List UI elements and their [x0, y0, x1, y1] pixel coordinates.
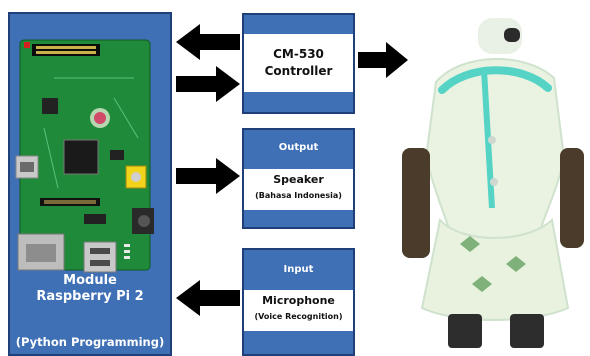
input-block: Input Microphone (Voice Recognition) — [242, 248, 355, 356]
input-header: Input — [283, 264, 314, 275]
controller-subtitle: Controller — [264, 64, 333, 78]
output-label-panel: Speaker (Bahasa Indonesia) — [244, 169, 353, 210]
output-header: Output — [278, 142, 319, 153]
humanoid-robot-image — [402, 18, 584, 348]
module-title-line2: Raspberry Pi 2 — [36, 289, 144, 304]
input-label-panel: Microphone (Voice Recognition) — [244, 290, 353, 331]
controller-block: CM-530 Controller — [242, 13, 355, 114]
arrow-controller-to-module — [176, 24, 240, 60]
output-title: Speaker — [273, 173, 324, 186]
module-title-line1: Module — [63, 273, 117, 288]
arrow-microphone-to-module — [176, 280, 240, 316]
output-subtitle: (Bahasa Indonesia) — [255, 191, 342, 200]
controller-label-panel: CM-530 Controller — [244, 34, 353, 92]
raspberry-pi-module-block: Module Raspberry Pi 2 (Python Programmin… — [8, 12, 172, 356]
arrow-controller-to-robot — [358, 42, 408, 78]
input-title: Microphone — [262, 294, 335, 307]
controller-title: CM-530 — [273, 47, 324, 61]
raspberry-pi-board-illustration — [15, 39, 154, 273]
module-subtitle: (Python Programming) — [15, 335, 165, 349]
arrow-module-to-speaker — [176, 158, 240, 194]
input-subtitle: (Voice Recognition) — [254, 312, 343, 321]
output-block: Output Speaker (Bahasa Indonesia) — [242, 128, 355, 229]
arrow-module-to-controller — [176, 66, 240, 102]
